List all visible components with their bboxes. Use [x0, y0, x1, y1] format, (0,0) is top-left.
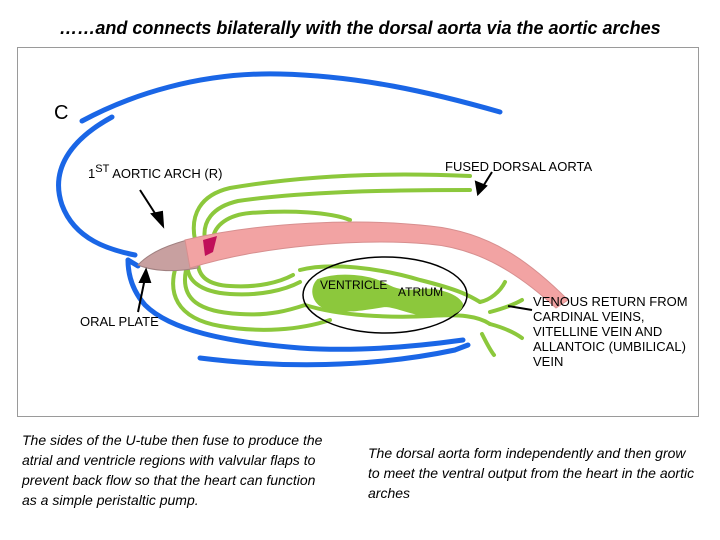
aortic-arch-superscript: ST [95, 163, 110, 175]
vessel-outlines [171, 172, 524, 357]
diagram-panel [17, 47, 699, 417]
fused-dorsal-aorta-label: FUSED DORSAL AORTA [445, 159, 593, 174]
ectoderm-mouth-notch [125, 257, 141, 269]
caption-right: The dorsal aorta form independently and … [368, 445, 695, 501]
aorta-arrowhead [474, 180, 488, 197]
oral-plate-label: ORAL PLATE [80, 314, 159, 329]
caption-left: The sides of the U-tube then fuse to pro… [22, 432, 323, 508]
aortic-arch-number: 1 [88, 166, 96, 181]
pericardial-cavity [302, 256, 468, 334]
panel-letter: C [54, 102, 69, 124]
oral-plate-highlight [203, 236, 217, 256]
heart-tube [312, 274, 464, 318]
ectoderm-upper-outline [79, 71, 503, 124]
ventricle-label: VENTRICLE [320, 278, 388, 292]
ectoderm-ventral-outline [197, 342, 471, 368]
aortic-arch-text: AORTIC ARCH (R) [109, 166, 223, 181]
slide-title: ……and connects bilaterally with the dors… [59, 18, 661, 38]
arch-arrowhead [150, 210, 165, 229]
aortic-arch-label: 1ST AORTIC ARCH (R) [88, 163, 223, 181]
ectoderm-head-outline [56, 114, 138, 258]
label-arrows [137, 171, 533, 313]
atrium-label: ATRIUM [398, 285, 444, 299]
ectoderm-lower-outline [125, 257, 466, 352]
oral-arrowhead [138, 267, 152, 283]
fused-dorsal-aorta [184, 221, 569, 309]
venous-return-label: VENOUS RETURN FROM CARDINAL VEINS, VITEL… [533, 294, 688, 369]
